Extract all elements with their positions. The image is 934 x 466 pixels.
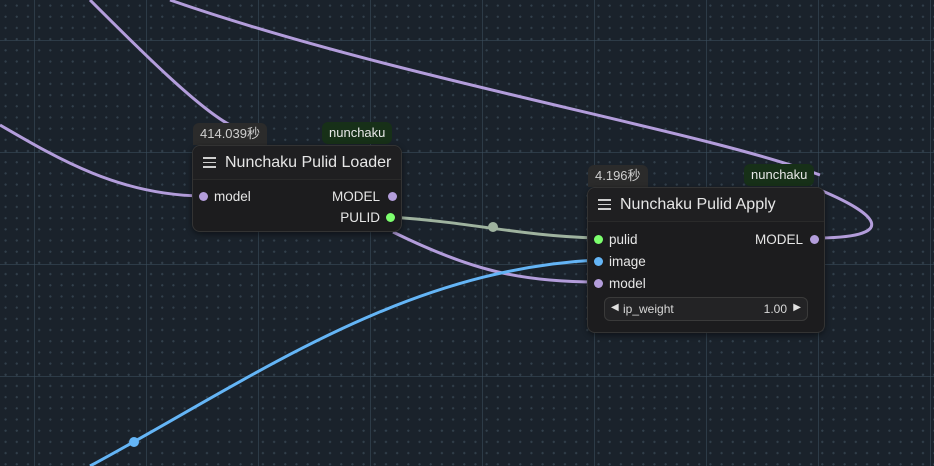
apply-time-badge: 4.196秒: [588, 165, 648, 187]
ip-weight-label: ip_weight: [623, 302, 674, 316]
apply-node-title: Nunchaku Pulid Apply: [620, 196, 776, 213]
apply-output-model-label: MODEL: [754, 232, 803, 247]
loader-node-title: Nunchaku Pulid Loader: [225, 154, 392, 171]
wire-apply-model-out[interactable]: [812, 188, 874, 240]
wire-loader-model-to-apply[interactable]: [392, 230, 598, 284]
hamburger-menu-icon[interactable]: [203, 157, 216, 168]
nunchaku-pulid-apply-node[interactable]: Nunchaku Pulid Apply pulid image model M…: [587, 187, 825, 333]
wire-image[interactable]: [89, 258, 598, 466]
loader-pack-badge: nunchaku: [322, 122, 393, 144]
apply-output-model-dot[interactable]: [810, 235, 819, 244]
loader-output-model-label: MODEL: [331, 189, 380, 204]
hamburger-menu-icon[interactable]: [598, 199, 611, 210]
apply-input-image-dot[interactable]: [594, 257, 603, 266]
wire-model-upper-left[interactable]: [88, 0, 233, 128]
triangle-right-icon[interactable]: ▶: [793, 302, 801, 313]
wire-image-reroute[interactable]: [129, 437, 139, 447]
apply-pack-badge: nunchaku: [744, 164, 815, 186]
loader-input-model-dot[interactable]: [199, 192, 208, 201]
apply-input-pulid-label: pulid: [609, 232, 638, 247]
loader-time-badge: 414.039秒: [193, 123, 267, 145]
loader-output-pulid-label: PULID: [340, 210, 380, 225]
ip-weight-value[interactable]: 1.00: [763, 302, 787, 316]
loader-output-pulid-dot[interactable]: [386, 213, 395, 222]
apply-node-title-bar[interactable]: Nunchaku Pulid Apply: [588, 188, 824, 222]
wire-model-long[interactable]: [169, 0, 821, 177]
wire-pulid-reroute[interactable]: [488, 222, 498, 232]
loader-input-model-label: model: [214, 189, 251, 204]
triangle-left-icon[interactable]: ◀: [611, 302, 619, 313]
loader-output-model-dot[interactable]: [388, 192, 397, 201]
apply-input-image-label: image: [609, 254, 646, 269]
ip-weight-widget[interactable]: ◀ ip_weight 1.00 ▶: [604, 297, 808, 321]
apply-input-model-dot[interactable]: [594, 279, 603, 288]
apply-input-model-label: model: [609, 276, 646, 291]
apply-input-pulid-dot[interactable]: [594, 235, 603, 244]
nunchaku-pulid-loader-node[interactable]: Nunchaku Pulid Loader model MODEL PULID: [192, 145, 402, 232]
wire-model-to-loader[interactable]: [0, 123, 203, 198]
loader-node-title-bar[interactable]: Nunchaku Pulid Loader: [193, 146, 401, 180]
